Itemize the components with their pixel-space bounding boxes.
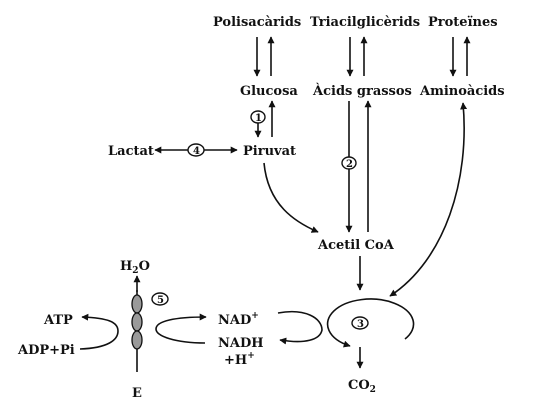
glucosa-label: Glucosa [240,84,298,99]
e-label: E [132,386,142,401]
adp-pi-label: ADP+Pi [17,343,75,358]
step-3-number: 3 [357,319,364,330]
arrow-amino-to-cycle [389,102,468,297]
triacilglicerids-label: Triacilglicèrids [310,15,420,30]
step-1-badge [250,110,266,124]
arrow-nadh-to-nad [155,313,207,344]
polisacarids-label: Polisacàrids [213,15,301,30]
acetil-coa-label: Acetil CoA [317,238,395,253]
step-4-badge [187,143,205,157]
step-2-number: 2 [346,159,353,170]
step-2-badge [341,156,357,170]
h-plus-label: +H+ [224,351,255,368]
nadh-label: NADH [218,336,264,351]
krebs-cycle [326,298,415,348]
step-3-badge [351,316,369,330]
step-5-badge [151,292,169,306]
acids-grassos-label: Àcids grassos [312,83,412,99]
etc-complex-3 [131,330,143,350]
step-1-number: 1 [255,113,262,124]
arrow-adp-to-atp [79,313,119,350]
atp-label: ATP [43,313,73,328]
lactat-label: Lactat [108,144,154,159]
etc-complex-1 [131,294,143,314]
piruvat-label: Piruvat [243,144,296,159]
step-5-number: 5 [157,295,164,306]
step-4-number: 4 [193,146,200,157]
aminoacids-label: Aminoàcids [419,84,505,99]
arrow-piruvat-to-acetil [263,162,319,233]
h2o-label: H2O [120,259,150,276]
etc-complex-2 [131,312,143,332]
nad-label: NAD+ [218,311,259,328]
arrow-nad-to-nadh [277,311,323,345]
proteines-label: Proteïnes [428,15,498,30]
co2-label: CO2 [348,378,376,395]
